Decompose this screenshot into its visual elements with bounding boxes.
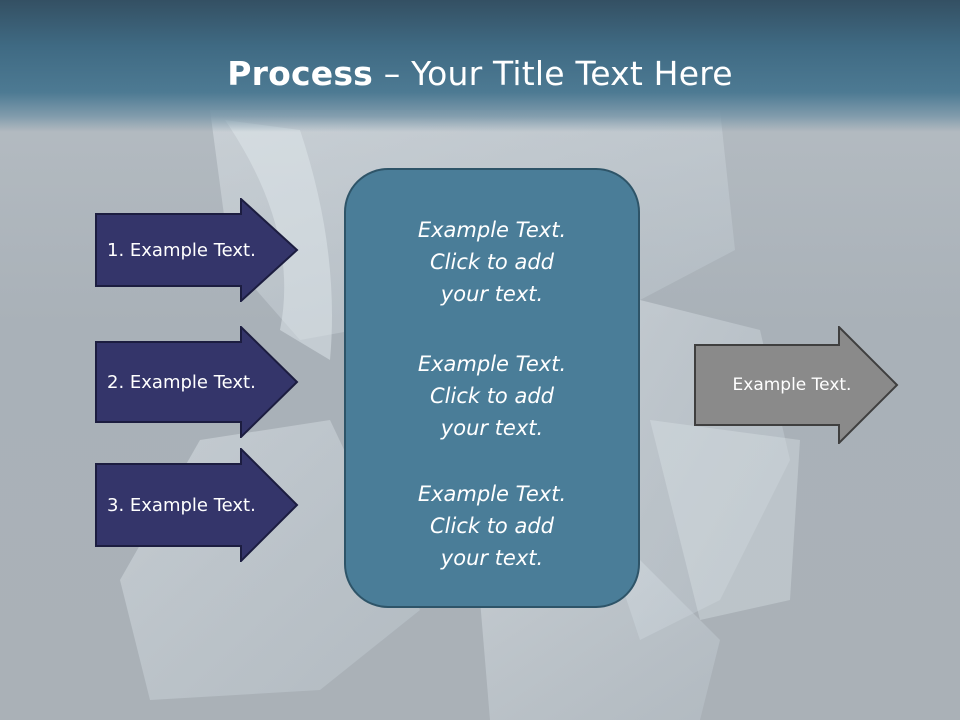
center-block-2-line-1: Example Text. bbox=[417, 352, 567, 376]
right-arrow[interactable]: Example Text. bbox=[694, 326, 900, 444]
center-block-2-line-3: your text. bbox=[440, 416, 544, 440]
left-arrow-1[interactable]: 1. Example Text. bbox=[95, 198, 305, 302]
arrow-right-shape-2 bbox=[95, 326, 299, 438]
left-arrow-3-label: 3. Example Text. bbox=[107, 494, 256, 516]
left-arrow-2-label: 2. Example Text. bbox=[107, 371, 256, 393]
arrow-right-shape-right bbox=[694, 326, 899, 444]
header-band bbox=[0, 0, 960, 132]
center-block-1-line-1: Example Text. bbox=[417, 218, 567, 242]
center-block-2-line-2: Click to add bbox=[429, 384, 554, 408]
center-text-box[interactable]: Example Text. Click to add your text. Ex… bbox=[344, 168, 640, 608]
left-arrow-3[interactable]: 3. Example Text. bbox=[95, 448, 305, 562]
center-block-1-line-3: your text. bbox=[440, 282, 544, 306]
slide-title[interactable]: Process – Your Title Text Here bbox=[0, 52, 960, 96]
right-arrow-label: Example Text. bbox=[732, 375, 852, 395]
arrow-right-shape-1 bbox=[95, 198, 299, 302]
center-text-block-2: Example Text. Click to add your text. bbox=[346, 348, 638, 444]
center-text-block-1: Example Text. Click to add your text. bbox=[346, 214, 638, 310]
center-block-3-line-2: Click to add bbox=[429, 514, 554, 538]
center-block-3-line-1: Example Text. bbox=[417, 482, 567, 506]
arrow-right-shape-3 bbox=[95, 448, 299, 562]
left-arrow-1-label: 1. Example Text. bbox=[107, 239, 256, 261]
left-arrow-2[interactable]: 2. Example Text. bbox=[95, 326, 305, 438]
center-text-block-3: Example Text. Click to add your text. bbox=[346, 478, 638, 574]
center-block-1-line-2: Click to add bbox=[429, 250, 554, 274]
slide-title-bold: Process bbox=[227, 54, 374, 93]
center-block-3-line-3: your text. bbox=[440, 546, 544, 570]
slide-title-rest: – Your Title Text Here bbox=[373, 54, 733, 93]
